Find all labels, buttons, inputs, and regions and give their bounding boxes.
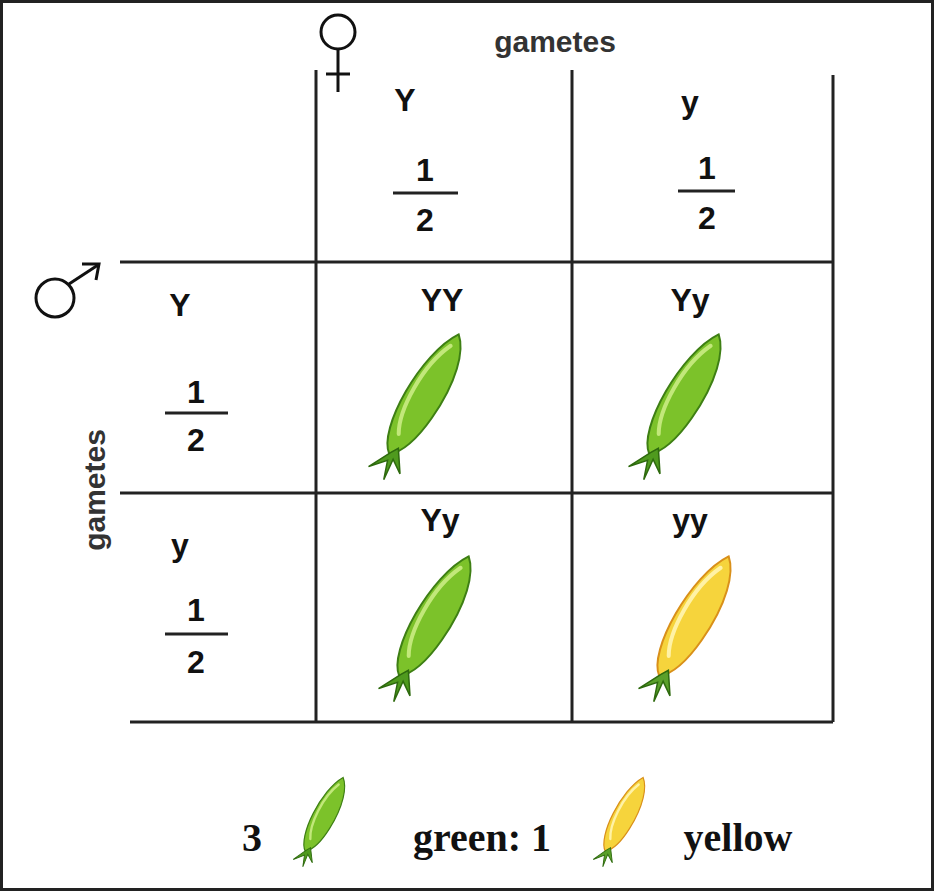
genotype: Yy xyxy=(670,284,709,316)
gametes-heading: gametes xyxy=(80,429,110,551)
allele: Y xyxy=(169,289,190,321)
fraction-denominator: 2 xyxy=(416,204,434,236)
fraction-numerator: 1 xyxy=(187,376,205,408)
ratio-number: 3 xyxy=(242,818,262,858)
male-symbol xyxy=(36,264,99,317)
genotype: yy xyxy=(672,504,708,536)
allele: y xyxy=(681,86,699,118)
fraction-numerator: 1 xyxy=(187,594,205,626)
genotype: YY xyxy=(421,284,464,316)
grid-lines xyxy=(120,70,833,722)
ratio-text: yellow xyxy=(684,818,793,858)
yellow-pod xyxy=(626,550,754,708)
fraction-bars xyxy=(165,191,735,634)
fraction-denominator: 2 xyxy=(698,202,716,234)
green-pod xyxy=(286,774,360,870)
gametes-heading: gametes xyxy=(494,27,616,57)
genotype: Yy xyxy=(420,504,459,536)
green-pod xyxy=(366,550,494,708)
green-pod xyxy=(356,328,484,486)
fraction-denominator: 2 xyxy=(187,424,205,456)
allele: Y xyxy=(394,84,415,116)
allele: y xyxy=(171,529,189,561)
fraction-numerator: 1 xyxy=(416,154,434,186)
green-pod xyxy=(616,328,744,486)
yellow-pod xyxy=(586,774,660,870)
fraction-numerator: 1 xyxy=(698,152,716,184)
fraction-denominator: 2 xyxy=(187,646,205,678)
female-symbol xyxy=(321,15,355,92)
ratio-text: green: 1 xyxy=(413,818,551,858)
